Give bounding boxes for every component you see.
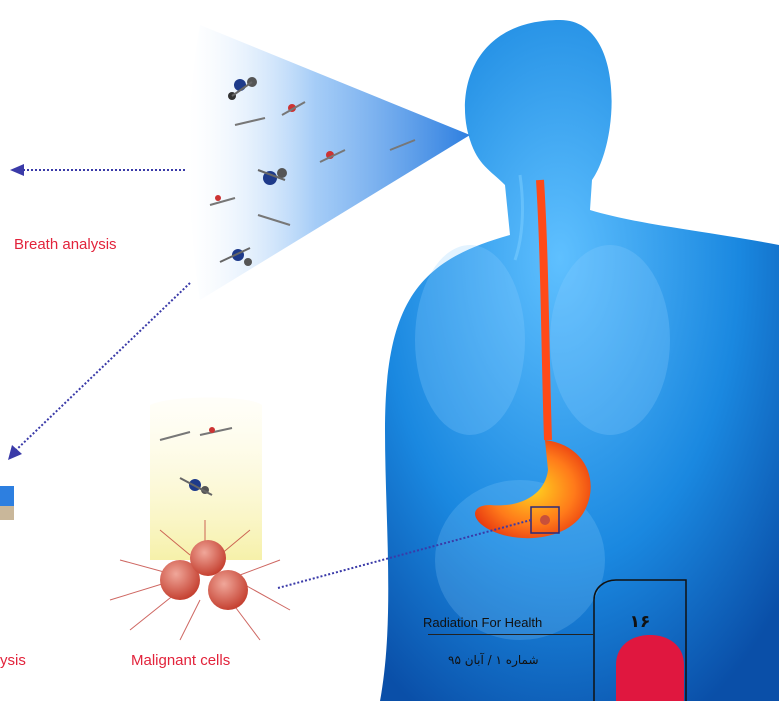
breath-cone: [189, 25, 470, 300]
analysis-label: ysis: [0, 652, 26, 669]
page-number: ۱۶: [618, 612, 662, 632]
page-tab: [616, 635, 684, 701]
malignant-cells-label: Malignant cells: [131, 652, 230, 669]
journal-divider: [428, 634, 594, 635]
human-body-figure: [380, 20, 779, 701]
journal-name: Radiation For Health: [423, 615, 542, 630]
breath-analysis-label: Breath analysis: [14, 236, 117, 253]
issue-info: شماره ۱ / آبان ۹۵: [448, 653, 539, 667]
sensor-block: [0, 486, 14, 520]
